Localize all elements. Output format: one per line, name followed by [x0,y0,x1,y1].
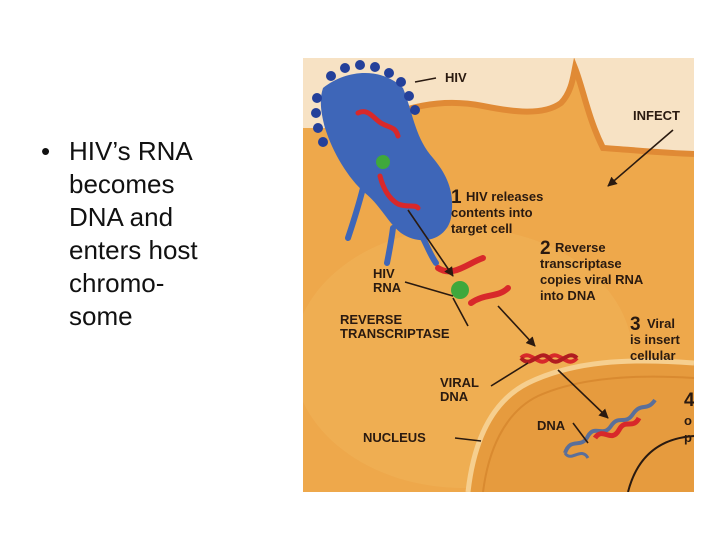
label-hiv: HIV [445,70,467,85]
label-reverse-transcriptase: REVERSE TRANSCRIPTASE [340,312,450,341]
nucleus-region [468,360,694,492]
step1-arrow [407,209,454,277]
step1-number: 1 [451,187,462,208]
bullet-lines: HIV’s RNA becomes DNA and enters host ch… [69,135,252,333]
nucleus-pointer [454,437,482,442]
host-cell-membrane-edge [371,58,694,157]
label-dna: DNA [537,418,566,433]
step4-caption: o p [684,413,694,445]
nuclear-envelope-inner [482,375,694,492]
viral-dna-pointer [490,362,529,387]
virus-tendrils [345,185,439,266]
hiv-rna-pointer [404,281,454,297]
dna-pointer [572,422,589,444]
step3-arrow [557,369,609,419]
viral-rna-strand [355,109,401,139]
step3-number: 3 [630,314,641,335]
viral-dna-helix [519,353,579,364]
hiv-rna-strand-2 [468,285,511,306]
infect-pointer-line [607,129,674,187]
bullet-line: some [69,301,133,331]
bullet-text-block: • HIV’s RNA becomes DNA and enters host … [41,135,252,333]
step2-number: 2 [540,238,551,259]
hiv-pointer-line [414,77,437,83]
label-nucleus: NUCLEUS [363,430,426,445]
bullet-marker: • [41,136,51,166]
label-viral-dna: VIRAL DNA [440,375,482,404]
bullet-line: chromo- [69,268,165,298]
hiv-infection-diagram: HIV INFECT 1 HIV releases contents into … [303,58,694,492]
label-hiv-rna: HIV RNA [373,266,402,295]
nuclear-envelope [465,358,694,492]
hiv-rna-strand [435,255,486,275]
viral-enzyme-in-virus [376,155,390,169]
bullet-line: becomes [69,169,175,199]
label-infect: INFECT [633,108,680,123]
reverse-transcriptase-pointer [452,297,469,327]
reverse-transcriptase-enzyme [451,281,469,299]
step1-caption: HIV releases contents into target cell [451,189,547,236]
step2-caption: Reverse transcriptase copies viral RNA i… [540,240,646,303]
step3-caption: Viral is insert cellular [630,316,683,363]
chromosome-loop [627,435,694,492]
released-rna-strand [377,173,421,211]
bullet-line: HIV’s RNA [69,136,193,166]
integrated-dna-helix [563,398,657,459]
bullet-line: DNA and [69,202,174,232]
step4-number: 4 [684,390,694,411]
bullet-line: enters host [69,235,198,265]
virus-envelope-proteins [311,60,420,147]
step2-arrow [497,305,536,347]
